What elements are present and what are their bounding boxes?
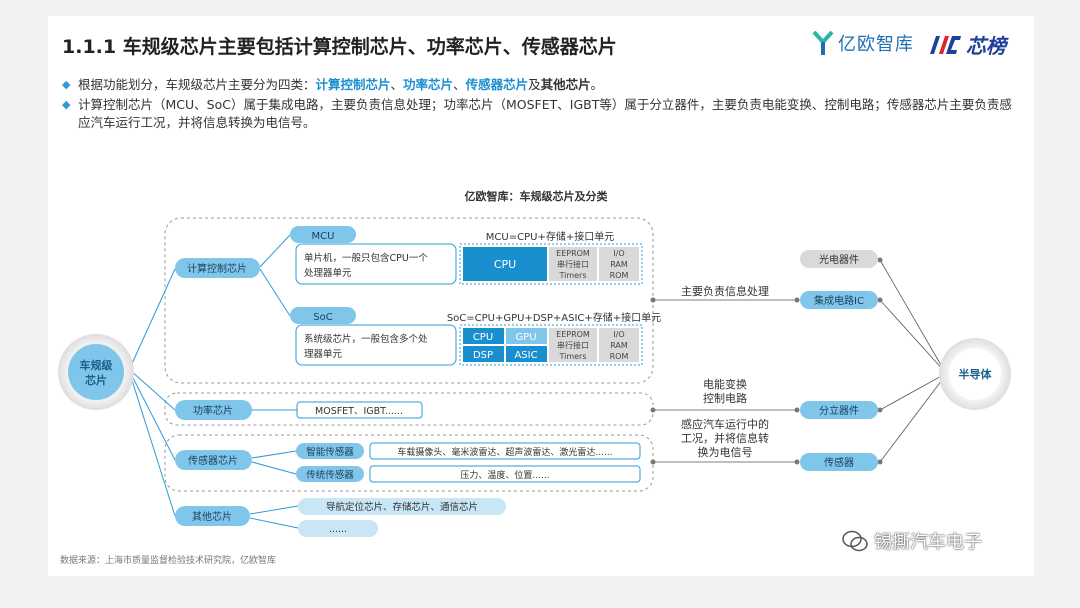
svg-text:GPU: GPU: [515, 332, 536, 343]
root-node: [68, 344, 124, 400]
mcu-cpu-label: CPU: [494, 258, 516, 271]
label-sensor-3: 换为电信号: [698, 445, 753, 459]
diamond-icon: ◆: [62, 98, 71, 111]
xinbang-logo: 芯榜: [928, 30, 1006, 59]
svg-text:功率芯片: 功率芯片: [193, 404, 233, 417]
mcu-cpu-block: [463, 247, 547, 281]
svg-text:串行接口: 串行接口: [557, 259, 589, 269]
soc-desc-1: 系统级芯片，一般包含多个处: [304, 333, 428, 345]
right-item-optoelectronic: 光电器件: [800, 250, 878, 268]
soc-label: SoC: [313, 312, 332, 323]
power-items-box: MOSFET、IGBT......: [296, 401, 423, 419]
sensor-smart-row: 智能传感器 车载摄像头、毫米波雷达、超声波雷达、激光雷达......: [296, 442, 641, 460]
category-other: 其他芯片: [175, 506, 250, 526]
svg-text:ASIC: ASIC: [514, 350, 537, 361]
soc-branch: SoC 系统级芯片，一般包含多个处 理器单元 SoC=CPU+GPU+DSP+A…: [290, 307, 661, 366]
svg-text:MOSFET、IGBT......: MOSFET、IGBT......: [315, 406, 403, 417]
svg-text:传感器芯片: 传感器芯片: [188, 454, 238, 467]
yiou-logo-text: 亿欧智库: [838, 34, 914, 55]
wechat-icon: [842, 530, 868, 552]
mcu-formula: MCU=CPU+存储+接口单元: [486, 230, 614, 243]
root-label-1: 车规级: [80, 358, 114, 372]
mcu-desc-1: 单片机，一般只包含CPU一个: [304, 252, 428, 264]
label-info-processing: 主要负责信息处理: [681, 284, 769, 298]
bullet-item-1: ◆ 根据功能划分，车规级芯片主要分为四类：计算控制芯片、功率芯片、传感器芯片及其…: [62, 77, 604, 92]
page-title: 1.1.1 车规级芯片主要包括计算控制芯片、功率芯片、传感器芯片: [62, 36, 617, 58]
data-source: 数据来源：上海市质量监督检验技术研究院，亿欧智库: [60, 556, 277, 566]
svg-text:计算控制芯片: 计算控制芯片: [187, 262, 247, 275]
label-power-1: 电能变换: [703, 377, 747, 391]
svg-text:Timers: Timers: [558, 352, 586, 361]
svg-text:DSP: DSP: [473, 350, 493, 361]
svg-text:RAM: RAM: [610, 341, 628, 350]
yiou-logo-icon: [812, 30, 834, 55]
svg-text:集成电路IC: 集成电路IC: [814, 294, 864, 307]
watermark: 锡撕汽车电子: [842, 528, 982, 554]
semiconductor-label: 半导体: [959, 367, 993, 381]
mcu-label: MCU: [312, 231, 335, 242]
right-item-sensor: 传感器: [800, 453, 878, 471]
svg-text:Timers: Timers: [558, 271, 586, 280]
label-sensor-1: 感应汽车运行中的: [681, 417, 769, 431]
svg-text:分立器件: 分立器件: [819, 404, 859, 417]
svg-text:传统传感器: 传统传感器: [306, 469, 354, 481]
svg-text:导航定位芯片、存储芯片、通信芯片: 导航定位芯片、存储芯片、通信芯片: [326, 501, 478, 513]
svg-text:ROM: ROM: [610, 352, 629, 361]
svg-text:串行接口: 串行接口: [557, 340, 589, 350]
bullet-list: ◆ 根据功能划分，车规级芯片主要分为四类：计算控制芯片、功率芯片、传感器芯片及其…: [62, 76, 1022, 134]
svg-text:车载摄像头、毫米波雷达、超声波雷达、激光雷达......: 车载摄像头、毫米波雷达、超声波雷达、激光雷达......: [397, 446, 612, 458]
label-sensor-2: 工况，并将信息转: [681, 431, 769, 445]
mcu-branch: MCU 单片机，一般只包含CPU一个 处理器单元 MCU=CPU+存储+接口单元…: [290, 226, 643, 285]
diagram-title: 亿欧智库：车规级芯片及分类: [465, 189, 609, 203]
yiou-logo: 亿欧智库: [812, 30, 914, 56]
label-power-2: 控制电路: [703, 391, 747, 405]
root-label-2: 芯片: [85, 373, 107, 387]
svg-text:传感器: 传感器: [824, 456, 854, 469]
right-item-discrete: 分立器件: [800, 401, 878, 419]
svg-text:EEPROM: EEPROM: [556, 330, 590, 339]
svg-text:I/O: I/O: [613, 249, 624, 258]
category-power: 功率芯片: [175, 400, 252, 420]
svg-text:I/O: I/O: [613, 330, 624, 339]
right-item-ic: 集成电路IC: [800, 291, 878, 309]
category-sensor: 传感器芯片: [175, 450, 252, 470]
soc-formula: SoC=CPU+GPU+DSP+ASIC+存储+接口单元: [447, 311, 661, 324]
svg-text:RAM: RAM: [610, 260, 628, 269]
other-items: 导航定位芯片、存储芯片、通信芯片 ......: [298, 498, 506, 537]
svg-text:CPU: CPU: [473, 332, 493, 343]
semiconductor-node: [949, 348, 1001, 400]
bullet-item-2: ◆ 计算控制芯片（MCU、SoC）属于集成电路，主要负责信息处理；功率芯片（MO…: [62, 97, 1012, 130]
svg-text:其他芯片: 其他芯片: [192, 510, 232, 523]
svg-text:EEPROM: EEPROM: [556, 249, 590, 258]
soc-desc-2: 理器单元: [304, 348, 343, 360]
right-connectors: [653, 259, 946, 463]
left-connectors: [129, 234, 299, 529]
svg-text:压力、温度、位置......: 压力、温度、位置......: [460, 469, 549, 481]
svg-text:光电器件: 光电器件: [819, 253, 859, 266]
sensor-group-box: [164, 434, 654, 492]
category-compute: 计算控制芯片: [175, 258, 260, 278]
xinbang-logo-text: 芯榜: [966, 34, 1006, 58]
sensor-traditional-row: 传统传感器 压力、温度、位置......: [296, 465, 641, 483]
svg-text:智能传感器: 智能传感器: [306, 446, 354, 458]
svg-text:ROM: ROM: [610, 271, 629, 280]
svg-text:......: ......: [329, 524, 347, 535]
diamond-icon: ◆: [62, 78, 71, 91]
mcu-desc-2: 处理器单元: [304, 267, 352, 279]
xinbang-logo-icon: [930, 35, 961, 54]
